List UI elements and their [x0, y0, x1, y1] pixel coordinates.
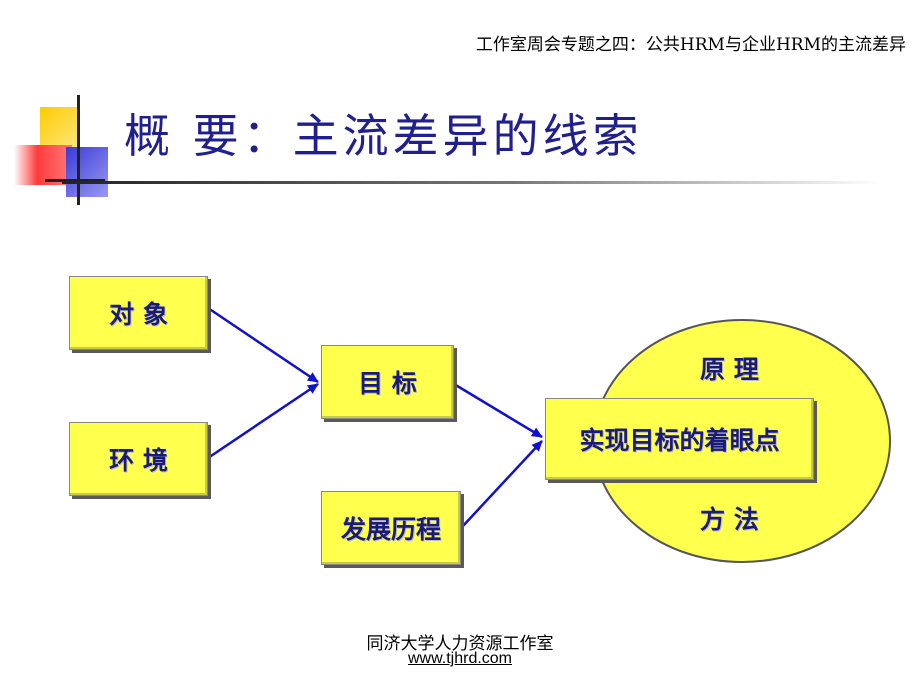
title-decoration	[0, 95, 140, 205]
arrow-goal-to-focus	[453, 382, 543, 439]
footer-organization: 同济大学人力资源工作室	[366, 634, 554, 654]
node-object: 对 象	[69, 276, 208, 350]
node-history: 发展历程	[321, 491, 461, 565]
node-goal: 目 标	[321, 345, 454, 419]
label-method: 方 法	[700, 505, 759, 534]
arrow-object-to-goal	[207, 306, 319, 384]
label-principle: 原 理	[700, 355, 759, 384]
node-environment: 环 境	[69, 422, 208, 496]
footer-url-link[interactable]: www.tjhrd.com	[407, 650, 513, 667]
page-title: 概 要：主流差异的线索	[124, 109, 643, 163]
header-subtitle: 工作室周会专题之四：公共HRM与企业HRM的主流差异	[475, 35, 906, 55]
arrow-environment-to-goal	[207, 382, 319, 460]
title-underline	[62, 181, 882, 184]
node-focus: 实现目标的着眼点	[545, 398, 814, 480]
arrow-history-to-focus	[461, 440, 543, 528]
